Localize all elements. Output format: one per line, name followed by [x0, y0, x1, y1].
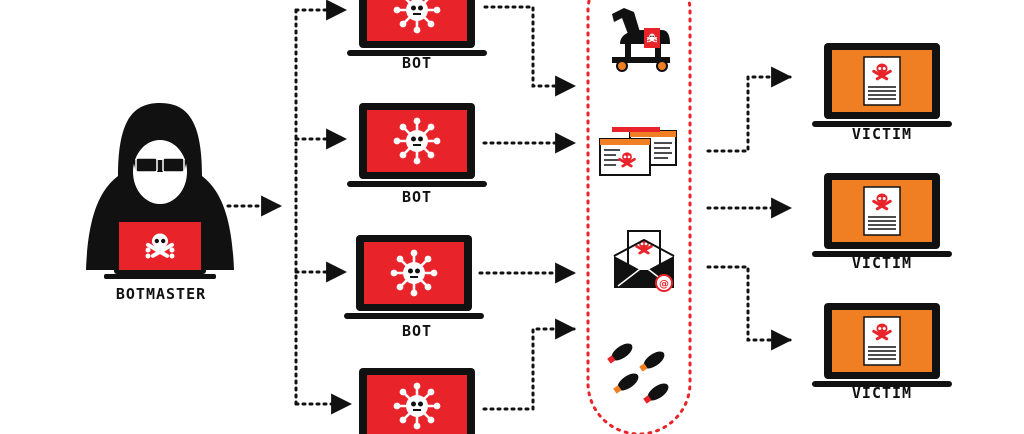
bot-label-3: BOT [401, 322, 433, 340]
bot-laptop-1 [347, 0, 487, 56]
victim-laptop-1 [812, 43, 952, 127]
victim-laptop-2 [812, 173, 952, 257]
victim-label-1: VICTIM [851, 125, 913, 143]
spam-windows-icon [599, 127, 677, 176]
victim-laptop-3 [812, 303, 952, 387]
connector-victim-1 [706, 66, 793, 153]
botmaster-figure [86, 103, 234, 279]
bombs-icon [607, 343, 669, 404]
victim-label-3: VICTIM [851, 384, 913, 402]
botmaster-label: BOTMASTER [115, 285, 207, 303]
victim-label-2: VICTIM [851, 254, 913, 272]
bot-label-2: BOT [401, 188, 433, 206]
attack-panel [586, 0, 692, 434]
phishing-email-icon: @ [613, 230, 675, 292]
connector-attack-1 [483, 5, 577, 97]
bot-label-1: BOT [401, 54, 433, 72]
svg-text:@: @ [659, 279, 669, 290]
trojan-horse-icon [612, 8, 670, 72]
bot-laptop-4 [347, 368, 487, 434]
bot-laptop-2 [347, 103, 487, 187]
bot-laptop-3 [344, 235, 484, 319]
connector-attack-4 [482, 318, 577, 411]
connector-victim-3 [706, 265, 793, 351]
